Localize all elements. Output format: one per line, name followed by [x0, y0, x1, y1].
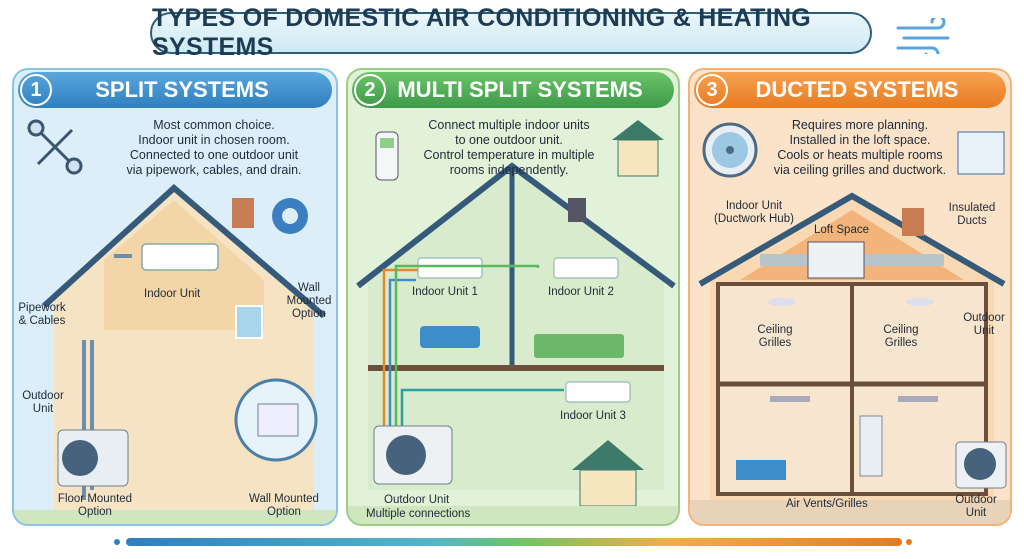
desc-line: Control temperature in multiple — [423, 148, 595, 162]
desc-line: via pipework, cables, and drain. — [126, 163, 302, 177]
desc-line: Cools or heats multiple rooms — [777, 148, 943, 162]
blueprint-icon — [957, 131, 1005, 175]
panel-multi-split-systems: 2 MULTI SPLIT SYSTEMS Connect multiple in… — [346, 68, 680, 526]
label-text: (Ductwork Hub) — [714, 213, 794, 225]
panel-heading: DUCTED SYSTEMS — [755, 77, 959, 102]
panel-header: 1 SPLIT SYSTEMS — [18, 72, 332, 108]
multi-split-illustration — [348, 120, 678, 524]
panel-number: 3 — [696, 74, 728, 106]
panel-number: 1 — [20, 74, 52, 106]
label-indoor-unit-3: Indoor Unit 3 — [560, 410, 626, 422]
label-text: Option — [267, 506, 301, 518]
panel-number: 2 — [354, 74, 386, 106]
label-text: Option — [78, 506, 112, 518]
label-outdoor-unit-right: Outdoor Unit — [963, 312, 1005, 337]
label-multiple-connections: Multiple connections — [366, 508, 471, 520]
label-air-vents: Air Vents/Grilles — [786, 498, 868, 510]
panel-header: 2 MULTI SPLIT SYSTEMS — [352, 72, 674, 108]
panel-heading: MULTI SPLIT SYSTEMS — [397, 77, 643, 102]
bar-dot — [114, 539, 120, 545]
panel-description: Requires more planning.Installed in the … — [770, 118, 950, 178]
label-indoor-unit: Indoor Unit(Ductwork Hub) — [704, 200, 804, 226]
page-title: TYPES OF DOMESTIC AIR CONDITIONING & HEA… — [150, 4, 872, 61]
label-wall-mounted-option: Wall Mounted Option — [286, 282, 332, 320]
label-outdoor-unit: Outdoor Unit — [22, 390, 64, 415]
panel-header: 3 DUCTED SYSTEMS — [694, 72, 1006, 108]
label-text: Floor Mounted — [57, 493, 133, 505]
label-ceiling-grilles-right: Ceiling Grilles — [883, 324, 919, 349]
gear-icon — [272, 198, 308, 234]
label-insulated-ducts: Insulated Ducts — [948, 202, 996, 227]
bottom-gradient-bar — [126, 538, 902, 546]
label-loft-space: Loft Space — [814, 224, 869, 236]
label-indoor-unit-1: Indoor Unit 1 — [412, 286, 478, 298]
label-text: Wall Mounted — [249, 493, 319, 505]
label-outdoor-unit: Outdoor Unit — [384, 494, 450, 506]
label-pipework: Pipework & Cables — [18, 302, 66, 327]
label-indoor-unit: Indoor Unit — [144, 288, 201, 300]
desc-line: rooms independently. — [449, 163, 569, 177]
house-icon — [612, 120, 664, 177]
wrench-screwdriver-icon — [27, 119, 83, 175]
desc-line: Requires more planning. — [791, 118, 929, 132]
label-indoor-unit-2: Indoor Unit 2 — [548, 286, 614, 298]
desc-line: Installed in the loft space. — [789, 133, 931, 147]
desc-line: Connected to one outdoor unit — [129, 148, 299, 162]
remote-control-icon — [375, 131, 399, 181]
bar-dot — [906, 539, 912, 545]
ducted-system-illustration — [690, 122, 1010, 524]
desc-line: Most common choice. — [153, 118, 275, 132]
panel-heading: SPLIT SYSTEMS — [95, 77, 269, 102]
label-text: Indoor Unit — [725, 200, 783, 212]
wind-icon — [896, 18, 950, 54]
desc-line: via ceiling grilles and ductwork. — [773, 163, 947, 177]
desc-line: Connect multiple indoor units — [428, 118, 590, 132]
panel-description: Most common choice.Indoor unit in chosen… — [104, 118, 324, 178]
label-outdoor-unit-bottom: Outdoor Unit — [955, 494, 997, 519]
split-system-illustration — [14, 119, 336, 524]
desc-line: Indoor unit in chosen room. — [138, 133, 290, 147]
fan-icon — [702, 122, 758, 178]
label-ceiling-grilles-left: Ceiling Grilles — [757, 324, 793, 349]
desc-line: to one outdoor unit. — [455, 133, 563, 147]
